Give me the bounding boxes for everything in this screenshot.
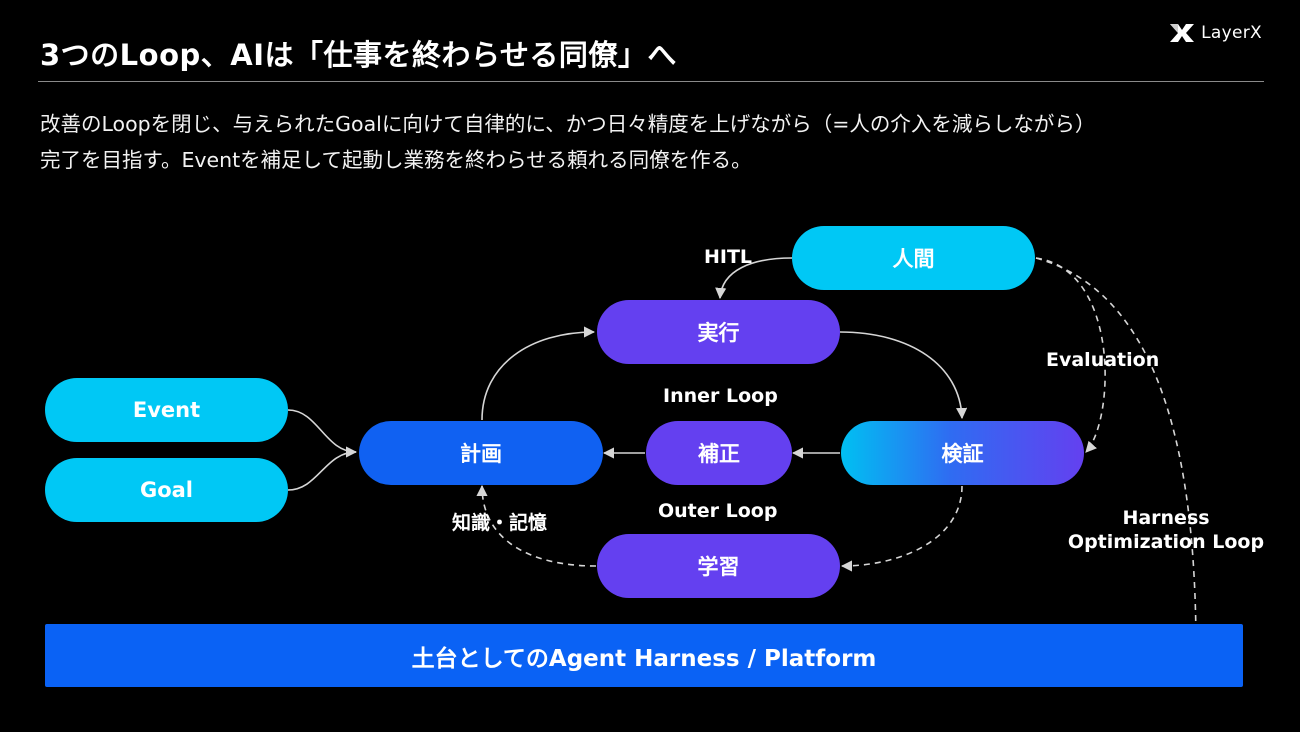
title-divider [38,81,1264,82]
arrow-plan-to-execute [481,326,596,421]
lead-text-line-1: 改善のLoopを閉じ、与えられたGoalに向けて自律的に、かつ日々精度を上げなが… [40,112,1096,136]
label-knowledge-memory: 知識・記憶 [452,512,548,534]
platform-bar: 土台としてのAgent Harness / Platform [45,624,1243,687]
node-learn: 学習 [597,534,840,598]
arrow-goal-to-plan [287,451,357,491]
label-outer-loop: Outer Loop [658,500,778,522]
label-harness-optimization-loop: Harness Optimization Loop [1046,507,1286,553]
page-title: 3つのLoop、AIは「仕事を終わらせる同僚」へ [40,38,677,72]
label-inner-loop: Inner Loop [663,385,778,407]
arrow-hitl-to-execute [715,257,793,300]
lead-text-line-2: 完了を目指す。Eventを補足して起動し業務を終わらせる頼れる同僚を作る。 [40,148,752,172]
brand-name: LayerX [1201,23,1262,43]
arrow-event-to-plan [287,409,358,458]
node-correct: 補正 [646,421,792,485]
node-execute: 実行 [597,300,840,364]
node-human: 人間 [792,226,1035,290]
label-evaluation: Evaluation [1046,349,1160,371]
brand-logo: LayerX [1169,22,1262,44]
node-verify: 検証 [841,421,1084,485]
label-harness-line-1: Harness [1122,507,1210,529]
arrow-learn-to-plan [476,484,597,567]
arrow-execute-to-verify [839,331,968,420]
node-goal: Goal [45,458,288,522]
layerx-logo-icon [1170,24,1195,42]
arrow-human-to-platform [1035,257,1202,652]
label-hitl: HITL [704,246,753,268]
label-harness-line-2: Optimization Loop [1067,531,1265,553]
node-plan: 計画 [359,421,603,485]
arrow-verify-to-learn [840,485,963,572]
node-event: Event [45,378,288,442]
